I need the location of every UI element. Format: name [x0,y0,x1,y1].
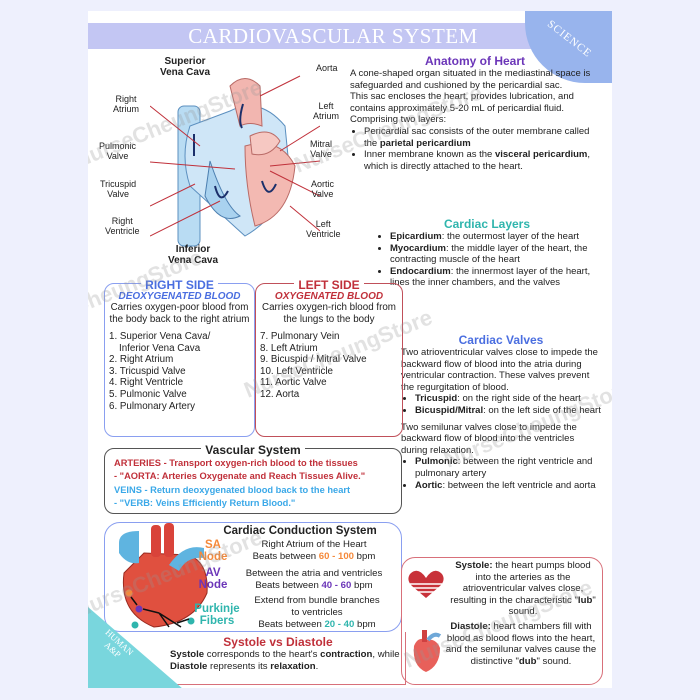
cardiac-valves-title: Cardiac Valves [458,333,544,347]
title-bar: CARDIOVASCULAR SYSTEM [88,23,612,49]
systole-diastole-box: Systole: the heart pumps blood into the … [401,557,603,685]
anatomical-heart-icon [413,630,442,672]
cardiac-layers-title: Cardiac Layers [443,217,531,231]
vascular-title: Vascular System [201,443,305,457]
valve-item: Tricuspid: on the right side of the hear… [415,393,601,405]
diastole-desc: Diastole: heart chambers fill with blood… [445,621,597,667]
page-title: CARDIOVASCULAR SYSTEM [188,24,478,48]
layer-item: Myocardium: the middle layer of the hear… [390,243,598,266]
valve-item: Aortic: between the left ventricle and a… [415,480,601,492]
heartbeat-icon [408,570,444,598]
valve-item: Bicuspid/Mitral: on the left side of the… [415,405,601,417]
veins-mnemonic: - "VERB: Veins Efficiently Return Blood.… [114,497,296,508]
heart-anatomy-diagram-icon [150,75,320,247]
systole-vs-diastole-frame [93,632,406,685]
label-aorta: Aorta [316,63,338,73]
left-side-list: 7. Pulmonary Vein 8. Left Atrium 9. Bicu… [260,331,367,400]
systole-vs-diastole-title: Systole vs Diastole [223,635,333,649]
right-side-box: RIGHT SIDE DEOXYGENATED BLOOD Carries ox… [104,278,255,437]
right-side-subtitle: DEOXYGENATED BLOOD [118,291,241,302]
left-side-desc: Carries oxygen-rich blood from the lungs… [262,302,396,325]
av-node-desc: Between the atria and ventricles Beats b… [245,568,383,591]
anatomy-section: Anatomy of Heart A cone-shaped organ sit… [350,54,600,172]
conduction-title: Cardiac Conduction System [223,525,377,537]
cardiac-layers-section: Cardiac Layers Epicardium: the outermost… [376,217,598,289]
valve-item: Pulmonic: between the right ventricle an… [415,456,601,479]
anatomy-text: A cone-shaped organ situated in the medi… [350,68,600,172]
sa-node-desc: Right Atrium of the Heart Beats between … [252,539,376,562]
systole-vs-diastole-text: Systole corresponds to the heart's contr… [170,649,400,672]
right-side-list: 1. Superior Vena Cava/ Inferior Vena Cav… [109,331,211,412]
cardiac-valves-section: Cardiac Valves Two atrioventricular valv… [401,333,601,491]
arteries-text: ARTERIES - Transport oxygen-rich blood t… [114,458,358,468]
layer-item: Endocardium: the innermost layer of the … [390,266,598,289]
anatomy-title: Anatomy of Heart [424,54,525,68]
purkinje-desc: Extend from bundle branches to ventricle… [254,595,380,630]
left-side-box: LEFT SIDE OXYGENATED BLOOD Carries oxyge… [255,278,403,437]
vascular-system-box: Vascular System ARTERIES - Transport oxy… [104,443,402,514]
veins-text: VEINS - Return deoxygenated blood back t… [114,485,351,495]
systole-desc: Systole: the heart pumps blood into the … [450,560,596,618]
right-side-desc: Carries oxygen-poor blood from the body … [109,302,250,325]
left-side-title: LEFT SIDE [294,278,364,292]
layer-item: Epicardium: the outermost layer of the h… [390,231,598,243]
right-side-title: RIGHT SIDE [141,278,218,292]
arteries-mnemonic: - "AORTA: Arteries Oxygenate and Reach T… [114,470,366,481]
anatomy-bullet: Pericardial sac consists of the outer me… [364,126,600,149]
anatomy-bullet: Inner membrane known as the visceral per… [364,149,600,172]
left-side-subtitle: OXYGENATED BLOOD [274,291,384,302]
human-ap-corner-tag [88,607,183,688]
